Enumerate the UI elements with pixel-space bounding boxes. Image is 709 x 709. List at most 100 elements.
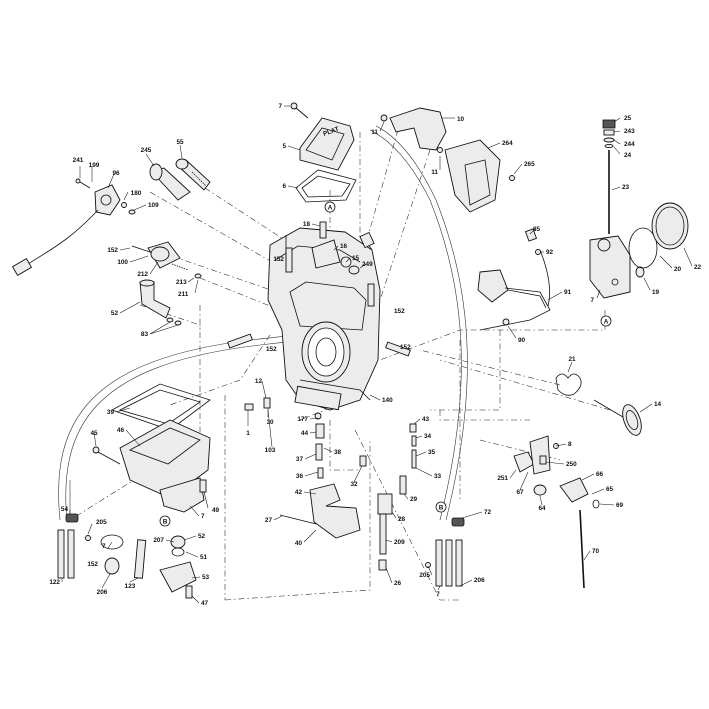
callout-251: 250 [566, 461, 577, 468]
callout-241: 241 [73, 157, 84, 164]
callout-91: 92 [546, 249, 554, 256]
callout-209: 28 [398, 516, 406, 523]
callout-28: 29 [410, 496, 418, 503]
callout-22: 20 [674, 266, 682, 273]
callout-26: 209 [394, 539, 405, 546]
callout-11: 11 [371, 129, 378, 136]
callout-43: 42 [295, 489, 303, 496]
callout-123: 206 [97, 589, 108, 596]
drain-hoses [57, 513, 465, 587]
callout-207: 123 [125, 583, 136, 590]
callout-25: 25 [624, 115, 632, 122]
callout-205: 72 [484, 509, 492, 516]
callout-122: 152 [87, 561, 98, 568]
callout-245: 245 [141, 147, 152, 154]
callout-38: 37 [296, 456, 304, 463]
callout-6: 6 [282, 183, 286, 190]
callout-34: 43 [422, 416, 430, 423]
ref-marker-a: A [328, 205, 333, 212]
callout-152: 152 [273, 256, 284, 263]
callout-46: 45 [90, 430, 98, 437]
callout-54: 7 [201, 513, 205, 520]
drain-and-float-parts [100, 534, 197, 599]
float-bowl [119, 419, 211, 499]
callout-7: 49 [212, 507, 220, 514]
callout-16: 16 [340, 243, 348, 250]
callout-7: 205 [419, 572, 430, 579]
throttle-position-sensor [11, 178, 136, 276]
callout-66: 64 [538, 505, 546, 512]
jet-fitting [139, 279, 182, 326]
reference-markers: A A B B [159, 201, 612, 527]
callout-29: 32 [350, 481, 358, 488]
callout-49: 46 [117, 427, 125, 434]
callout-90: 91 [564, 289, 572, 296]
callout-177: 103 [265, 447, 276, 454]
callout-64: 67 [516, 489, 524, 496]
callout-140: 12 [255, 378, 263, 385]
callout-33: 35 [428, 449, 436, 456]
callout-213: 212 [137, 271, 148, 278]
ref-marker-a: A [604, 319, 609, 326]
callout-53: 51 [200, 554, 208, 561]
callout-27: 26 [394, 580, 402, 587]
callout-5: 5 [282, 143, 286, 150]
callout-30: 1 [246, 430, 250, 437]
callout-265: 265 [524, 161, 535, 168]
callout-244: 244 [624, 141, 635, 148]
callout-7: 7 [278, 103, 282, 110]
callout-37: 44 [301, 430, 309, 437]
callout-11: 11 [431, 169, 438, 176]
float [279, 483, 361, 539]
callout-96: 96 [112, 170, 120, 177]
callout-32: 33 [434, 473, 442, 480]
callout-40: 27 [265, 517, 273, 524]
callout-103: 30 [266, 419, 274, 426]
callout-8: 47 [201, 600, 209, 607]
callout-labels: 7 5 6 11 10 11 264 265 25 243 244 24 23 … [49, 103, 701, 607]
callout-18: 18 [303, 221, 311, 228]
callout-23: 23 [622, 184, 630, 191]
callout-249: 249 [362, 261, 373, 268]
vent-hoses [58, 125, 468, 523]
callout-152: 152 [266, 346, 277, 353]
pump-diaphragm [628, 227, 658, 269]
callout-85: 83 [141, 331, 149, 338]
callout-51: 52 [198, 533, 206, 540]
leader-lines [61, 105, 693, 604]
callout-67: 251 [497, 475, 508, 482]
callout-19: 7 [590, 297, 594, 304]
bowl-gasket [111, 383, 211, 431]
callout-152: 7 [102, 543, 106, 550]
callout-148: 206 [474, 577, 485, 584]
cable-cover [444, 139, 501, 213]
callout-211: 213 [176, 279, 187, 286]
callout-45: 39 [107, 409, 115, 416]
callout-70: 69 [616, 502, 624, 509]
callout-10: 10 [457, 116, 465, 123]
gasket [295, 169, 357, 203]
cable-bracket [380, 107, 515, 213]
ref-marker-b: B [163, 519, 168, 526]
valve-cover [299, 117, 355, 171]
callout-15: 15 [352, 255, 360, 262]
callout-7: 205 [96, 519, 107, 526]
callout-69: 65 [606, 486, 614, 493]
callout-7: 90 [518, 337, 526, 344]
callout-100: 152 [107, 247, 118, 254]
float-needle-seat [159, 561, 197, 593]
hot-start-assembly [131, 241, 202, 279]
accelerator-pump-assembly [589, 119, 689, 299]
callout-152: 152 [400, 344, 411, 351]
callout-42: 36 [296, 473, 304, 480]
callout-205: 54 [61, 506, 69, 513]
tps-connector [477, 228, 551, 331]
throttle-linkage [311, 221, 375, 275]
vent-tubes [227, 247, 411, 357]
throttle-stop-assembly [513, 435, 600, 589]
screw [290, 102, 298, 110]
throttle-wheel [555, 373, 642, 436]
callout-72: 70 [592, 548, 600, 555]
